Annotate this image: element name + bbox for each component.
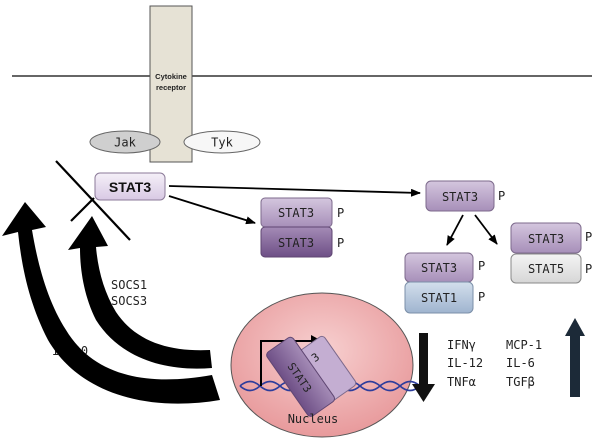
feedback-arrow-il10 [2, 202, 220, 404]
jak-label: Jak [114, 136, 136, 150]
nucleus-label: Nucleus [288, 412, 339, 426]
hetero2-top-p: P [585, 230, 592, 244]
stat3-main: STAT3 [94, 172, 166, 201]
down-regulated-genes: IFNγ IL-12 TNFα [447, 338, 483, 389]
hetero2-bottom-label: STAT5 [528, 262, 564, 276]
receptor-label-2: receptor [156, 83, 186, 92]
hetero1-top-label: STAT3 [421, 261, 457, 275]
stat3-main-label: STAT3 [109, 179, 151, 195]
hetero1-top-p: P [478, 259, 485, 273]
tyk-kinase: Tyk [183, 130, 261, 154]
arrow-to-monomer [168, 185, 421, 197]
hetero1-bottom-label: STAT1 [421, 291, 457, 305]
up-arrow [565, 318, 585, 397]
hetero1-bottom-p: P [478, 290, 485, 304]
mono-right-label: STAT3 [442, 190, 478, 204]
arrow-to-dimer [168, 195, 256, 225]
inhibition-bar [55, 160, 131, 241]
feedback-arrow-socs [68, 216, 212, 369]
jak-kinase: Jak [89, 130, 161, 154]
hetero2-top-label: STAT3 [528, 232, 564, 246]
arrow-to-stat1-dimer [446, 214, 464, 246]
stat3-homodimer: STAT3 P STAT3 P [260, 197, 344, 258]
dimer-bottom-label: STAT3 [278, 236, 314, 250]
socs1-label: SOCS1 [111, 278, 147, 292]
hetero2-bottom-p: P [585, 262, 592, 276]
tyk-label: Tyk [211, 136, 233, 150]
dimer-top-p: P [337, 206, 344, 220]
arrow-to-stat5-dimer [474, 214, 498, 245]
up-gene-2: IL-6 [506, 356, 535, 370]
stat3-stat1-heterodimer: STAT3 P STAT1 P [404, 252, 485, 314]
up-gene-1: MCP-1 [506, 338, 542, 352]
stat3-stat5-heterodimer: STAT3 P STAT5 P [510, 222, 592, 284]
up-regulated-genes: MCP-1 IL-6 TGFβ [506, 338, 542, 389]
stat3-dna-bound: 3 STAT3 [266, 335, 357, 417]
mono-right-p: P [498, 189, 505, 203]
cytokine-receptor: Cytokine receptor [149, 5, 193, 163]
down-gene-2: IL-12 [447, 356, 483, 370]
stat3-phospho-monomer: STAT3 P [425, 180, 505, 212]
receptor-label-1: Cytokine [155, 72, 187, 81]
dimer-bottom-p: P [337, 236, 344, 250]
down-arrow [412, 333, 435, 402]
down-gene-1: IFNγ [447, 338, 476, 352]
socs3-label: SOCS3 [111, 294, 147, 308]
down-gene-3: TNFα [447, 375, 476, 389]
up-gene-3: TGFβ [506, 375, 535, 389]
dimer-top-label: STAT3 [278, 206, 314, 220]
